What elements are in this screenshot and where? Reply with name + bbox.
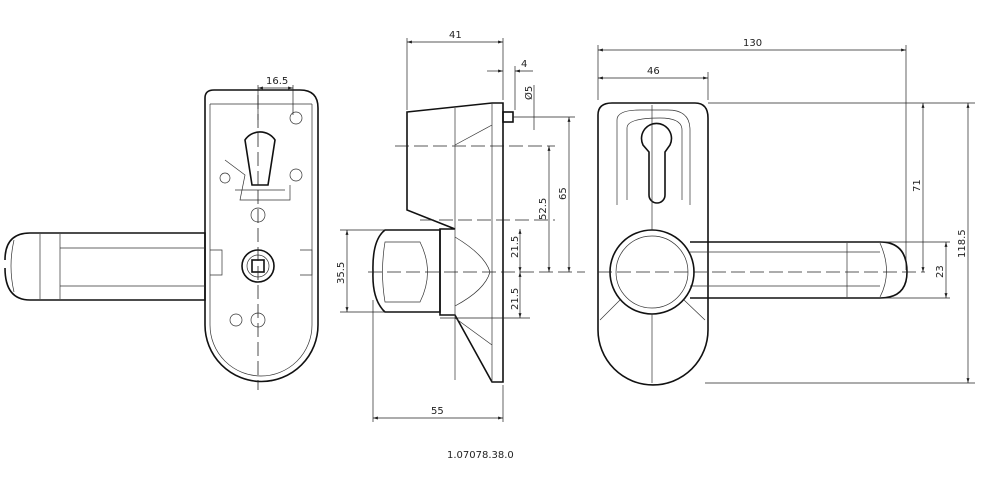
dim-pin-length: 4 [521,59,527,70]
dim-total-height: 118.5 [957,229,968,258]
dim-lever-height: 23 [935,265,946,278]
dim-cylinder-offset: 16.5 [266,76,288,87]
dim-plate-width: 46 [647,66,660,77]
dim-lower-half: 21.5 [510,288,521,310]
back-view: 16.5 [4,76,319,390]
side-view: 41 4 Ø5 52.5 65 21.5 21.5 35.5 55 [336,30,585,422]
dim-depth: 41 [449,30,462,41]
dim-center-to-top: 71 [912,179,923,192]
dim-upper-half: 21.5 [510,236,521,258]
dim-total-width: 130 [743,38,762,49]
dim-center-to-pin: 65 [558,187,569,200]
dim-total-depth: 55 [431,406,444,417]
dim-pin-diameter: Ø5 [523,86,535,100]
part-number: 1.07078.38.0 [447,450,514,461]
dim-knob-height: 35.5 [336,262,347,284]
front-view: 130 46 71 118.5 23 [597,38,975,386]
dim-center-to-cylinder: 52.5 [538,198,549,220]
